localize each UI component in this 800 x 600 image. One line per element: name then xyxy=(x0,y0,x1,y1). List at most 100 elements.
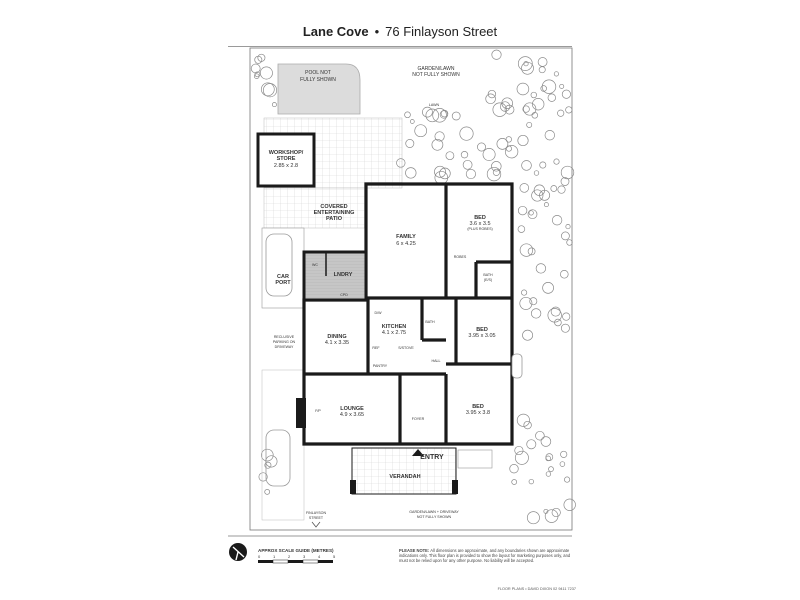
workshop-label-1: WORKSHOP/ xyxy=(269,150,304,156)
shrub xyxy=(505,136,512,143)
shrub xyxy=(530,91,537,99)
car-outline xyxy=(265,233,293,297)
scale-tick: 4 xyxy=(318,554,321,559)
shrub xyxy=(516,413,530,427)
disclaimer-heading: PLEASE NOTE: xyxy=(399,548,430,553)
credit-line: FLOOR PLANS • DAVID DIXON 02 9411 7237 xyxy=(497,587,576,591)
shrub xyxy=(409,119,415,124)
shrub xyxy=(526,439,537,450)
street-arrow-icon xyxy=(311,521,321,528)
lounge-label: LOUNGE xyxy=(340,406,364,412)
shrub xyxy=(559,461,566,467)
shrub xyxy=(517,205,528,216)
shrub xyxy=(258,472,268,482)
disclaimer: PLEASE NOTE: All dimensions are approxim… xyxy=(399,548,575,563)
garden-top-label-2: NOT FULLY SHOWN xyxy=(412,72,460,78)
shrub xyxy=(519,243,534,257)
kitchen-label: KITCHEN xyxy=(382,324,406,330)
bed1-label: BED xyxy=(474,215,486,221)
street-label-1: FINLAYSON xyxy=(306,511,327,515)
shrub xyxy=(459,126,474,141)
scale-tick: 1 xyxy=(273,554,276,559)
shrub xyxy=(261,448,274,462)
shrub xyxy=(531,189,544,202)
driveway xyxy=(261,369,305,521)
shrub xyxy=(551,507,561,518)
fp-label: F/P xyxy=(315,409,321,413)
scale-tick: 3 xyxy=(303,554,306,559)
pool xyxy=(277,63,361,115)
bed1-dim: 3.6 x 3.5 xyxy=(469,221,490,227)
shrub xyxy=(561,89,571,99)
title-separator: • xyxy=(374,24,380,39)
shrub xyxy=(544,509,559,523)
shrub xyxy=(547,93,556,102)
shrub xyxy=(504,145,519,159)
shrub xyxy=(523,420,532,430)
shrub xyxy=(492,102,507,117)
shrub xyxy=(550,185,558,192)
workshop-label-2: STORE xyxy=(277,156,296,162)
shrub xyxy=(521,61,534,75)
shrub xyxy=(538,66,546,74)
shrub xyxy=(477,142,486,152)
disclaimer-body: All dimensions are approximate, and any … xyxy=(399,548,571,563)
shrub xyxy=(414,124,428,138)
robes-label: ROBES xyxy=(454,255,467,259)
shrub xyxy=(517,56,533,71)
bed2-dim: 3.95 x 3.05 xyxy=(468,333,495,339)
shrub xyxy=(528,478,534,485)
shrub xyxy=(522,105,530,113)
shrub xyxy=(542,282,554,294)
shrub xyxy=(517,225,526,233)
shrub xyxy=(565,106,573,114)
bath-ensuite-label-1: BATH xyxy=(483,273,493,277)
shrub xyxy=(404,111,411,119)
shrub xyxy=(491,49,502,60)
garden-foliage xyxy=(250,49,576,525)
shrub xyxy=(545,453,554,461)
shrub xyxy=(514,450,529,465)
shrub xyxy=(554,318,562,327)
shrub xyxy=(551,215,563,226)
scale-tick: 0 xyxy=(258,554,261,559)
shrub xyxy=(557,185,566,194)
garden-bottom-label-2: NOT FULLY SHOWN xyxy=(417,515,452,519)
shrub xyxy=(521,289,528,296)
carport-label-2: PORT xyxy=(275,280,291,286)
wc-label: WC xyxy=(312,263,318,267)
page-title: Lane Cove•76 Finlayson Street xyxy=(228,24,572,39)
family-label: FAMILY xyxy=(396,234,416,240)
shrub xyxy=(523,102,537,116)
bed3-label: BED xyxy=(472,404,484,410)
shrub xyxy=(262,83,278,98)
laundry-wing xyxy=(302,250,368,302)
shrub xyxy=(492,168,500,176)
scale-guide-title: APPROX SCALE GUIDE (METRES) xyxy=(258,548,334,553)
shrub xyxy=(491,161,502,172)
shrub xyxy=(564,476,571,483)
scale-bar xyxy=(258,559,333,564)
shrub xyxy=(405,139,415,148)
shrub xyxy=(543,508,549,514)
shrub xyxy=(527,247,536,256)
shrub xyxy=(514,445,524,456)
shrub xyxy=(434,131,445,142)
shrub xyxy=(486,166,502,182)
verandah-label: VERANDAH xyxy=(389,474,420,480)
shrub xyxy=(545,471,552,477)
bed1-note: (PLUS ROBES) xyxy=(467,227,492,231)
shrub xyxy=(565,224,571,230)
patio-label-3: PATIO xyxy=(326,216,343,222)
shrub xyxy=(526,511,540,525)
shrub xyxy=(519,183,530,193)
dining-label: DINING xyxy=(327,334,346,340)
shrub xyxy=(521,160,532,171)
patio-paving xyxy=(263,187,367,229)
shrub xyxy=(531,112,539,119)
shrub xyxy=(460,151,469,159)
verandah xyxy=(351,447,457,495)
shrub xyxy=(532,98,545,111)
pool-label-1: POOL NOT xyxy=(305,70,331,76)
